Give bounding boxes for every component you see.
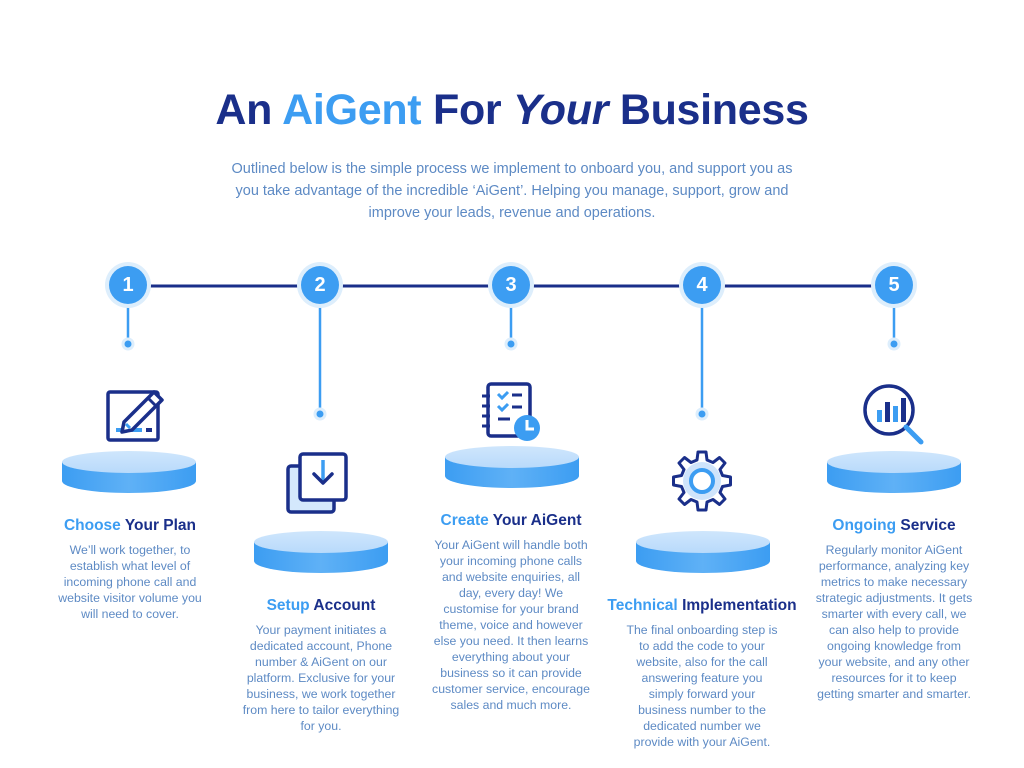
step-title-1: Choose Your Plan xyxy=(51,517,209,535)
page-subtitle: Outlined below is the simple process we … xyxy=(231,161,793,221)
title-part-business: Business xyxy=(619,86,809,134)
connector-dot-3 xyxy=(504,337,518,351)
step-description-3: Your AiGent will handle both your incomi… xyxy=(432,538,590,712)
title-part-for: For xyxy=(432,86,502,134)
connector-dot-2 xyxy=(313,407,327,421)
step-number-4: 4 xyxy=(683,266,721,304)
step-title-accent: Setup xyxy=(266,597,310,614)
pedestal-3 xyxy=(445,446,579,488)
step-description-5: Regularly monitor AiGent performance, an… xyxy=(815,543,973,701)
step-title-rest: Implementation xyxy=(682,597,797,614)
title-part-your: Your xyxy=(513,86,609,134)
step-title-rest: Your AiGent xyxy=(492,512,582,529)
step-title-3: Create Your AiGent xyxy=(432,512,590,530)
checklist-clock-icon xyxy=(482,382,540,441)
pedestal-5 xyxy=(827,451,961,493)
download-copy-icon xyxy=(286,452,348,514)
analytics-magnifier-icon xyxy=(863,384,924,445)
step-card-4: Technical Implementation The final onboa… xyxy=(596,597,808,750)
pedestal-4 xyxy=(636,531,770,573)
step-title-rest: Service xyxy=(900,517,956,534)
step-description-1: We’ll work together, to establish what l… xyxy=(58,543,202,621)
step-number-1: 1 xyxy=(109,266,147,304)
connector-dot-1 xyxy=(121,337,135,351)
step-title-accent: Technical xyxy=(607,597,678,614)
step-number-2: 2 xyxy=(301,266,339,304)
step-title-accent: Ongoing xyxy=(832,517,897,534)
step-description-2: Your payment initiates a dedicated accou… xyxy=(242,623,400,733)
step-title-4: Technical Implementation xyxy=(596,597,808,615)
pedestal-1 xyxy=(62,451,196,493)
connector-dot-5 xyxy=(887,337,901,351)
pedestal-2 xyxy=(254,531,388,573)
step-card-1: Choose Your Plan We’ll work together, to… xyxy=(51,517,209,622)
step-number-5: 5 xyxy=(875,266,913,304)
step-card-5: Ongoing Service Regularly monitor AiGent… xyxy=(814,517,974,702)
page-title: An AiGent For Your Business xyxy=(0,86,1024,135)
step-title-accent: Create xyxy=(440,512,489,529)
step-number-3: 3 xyxy=(492,266,530,304)
title-part-aigent: AiGent xyxy=(282,86,422,134)
title-part-an: An xyxy=(215,86,273,134)
step-title-rest: Your Plan xyxy=(124,517,197,534)
step-title-5: Ongoing Service xyxy=(814,517,974,535)
step-title-2: Setup Account xyxy=(242,597,400,615)
pencil-note-icon xyxy=(106,390,164,442)
step-title-accent: Choose xyxy=(63,517,121,534)
step-card-3: Create Your AiGent Your AiGent will hand… xyxy=(432,512,590,713)
step-description-4: The final onboarding step is to add the … xyxy=(626,623,778,749)
step-card-2: Setup Account Your payment initiates a d… xyxy=(242,597,400,734)
step-title-rest: Account xyxy=(313,597,376,614)
connector-dot-4 xyxy=(695,407,709,421)
gear-icon xyxy=(672,450,732,512)
